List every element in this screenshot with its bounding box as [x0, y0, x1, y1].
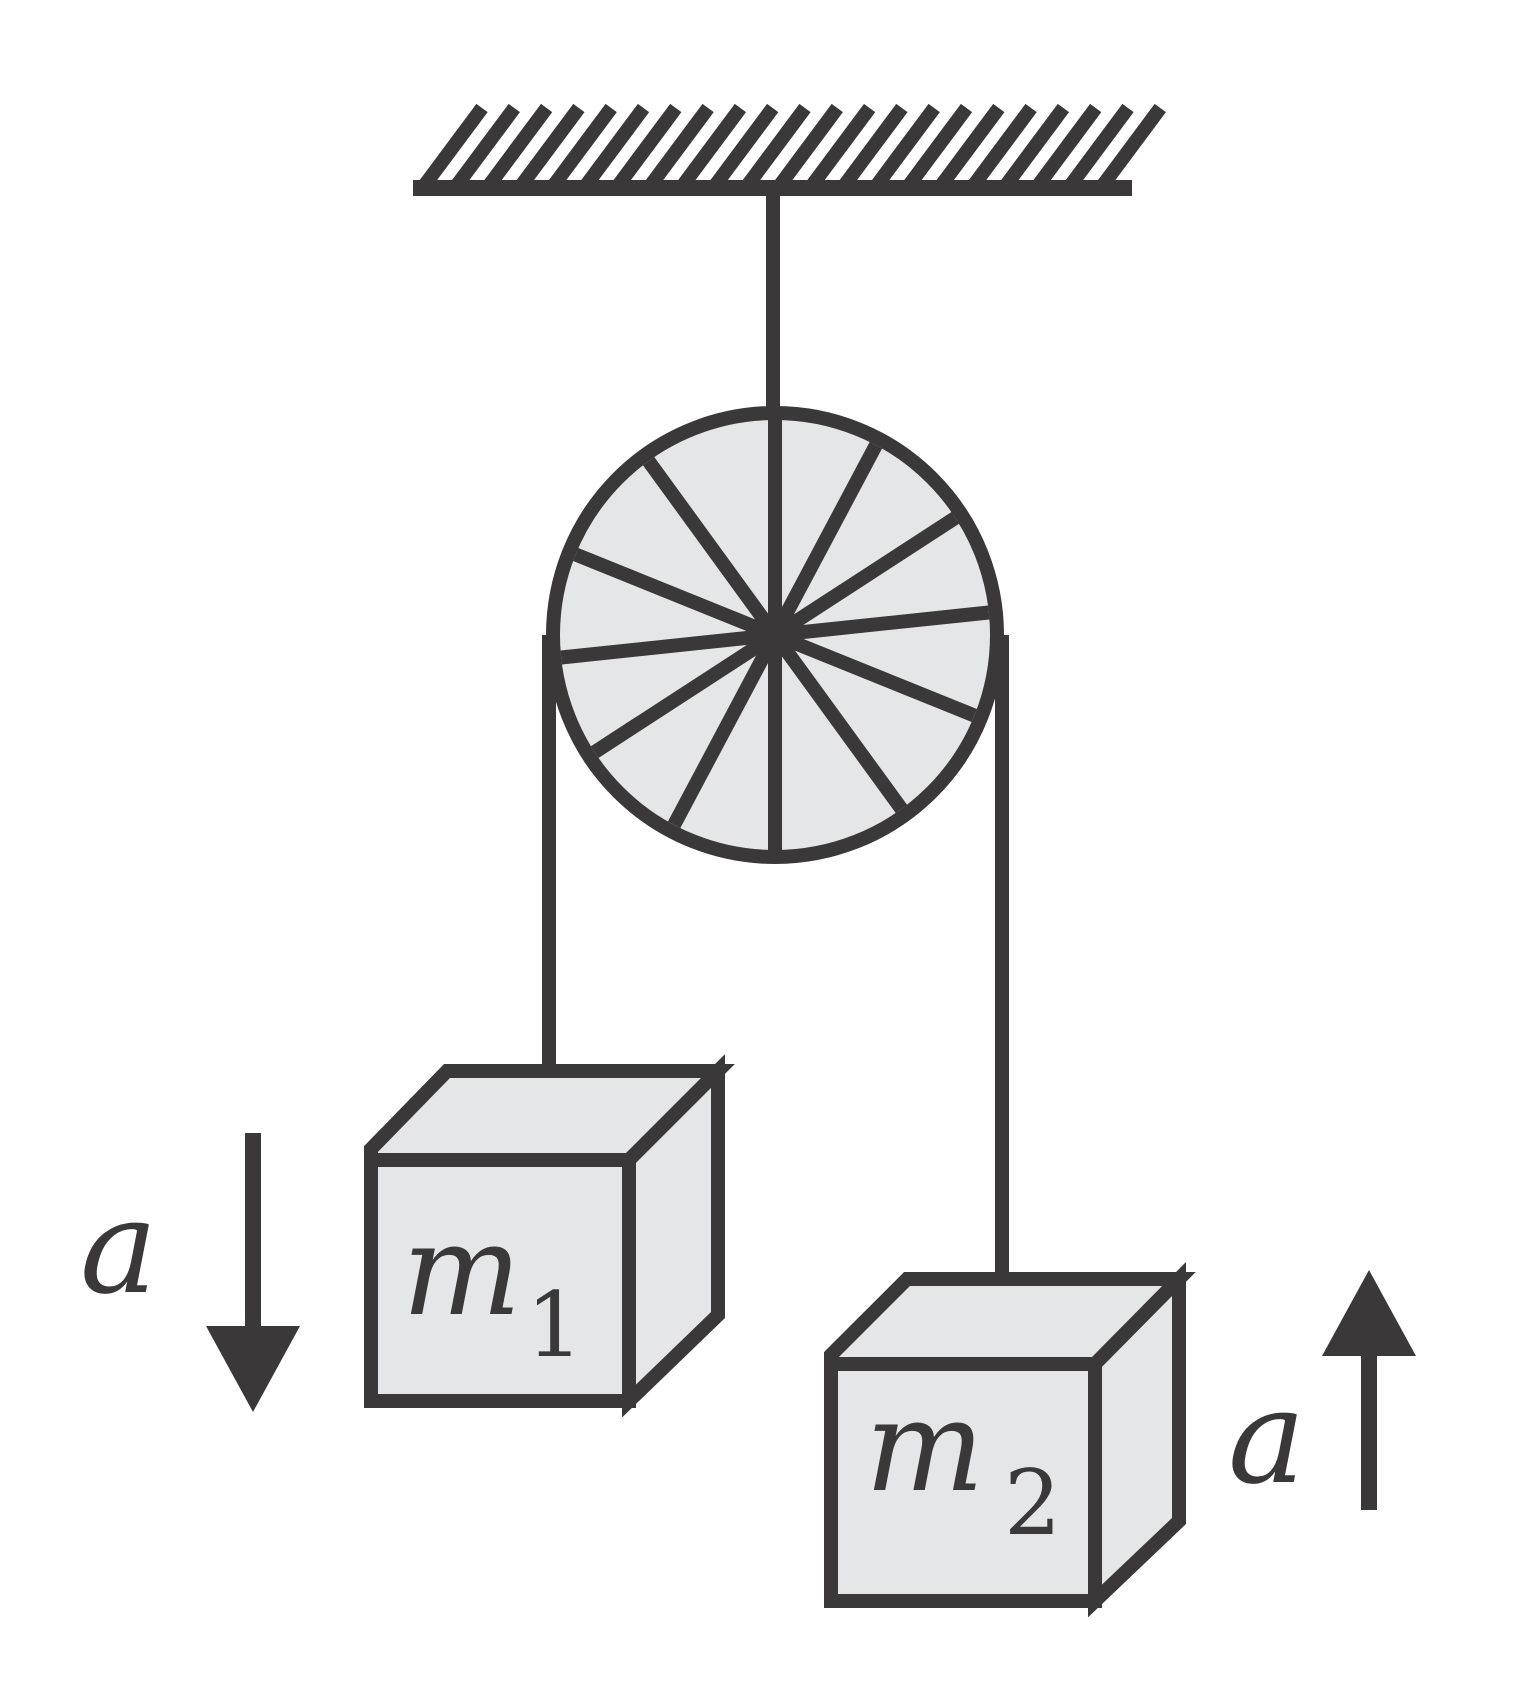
block-m1-front-face: [364, 1153, 636, 1408]
pulley-spoke: [772, 628, 977, 722]
hatch-line: [709, 103, 779, 191]
pulley-spoke: [769, 630, 908, 814]
hatch-line: [935, 103, 1005, 191]
hatch-line: [644, 103, 714, 191]
hatch-line: [676, 103, 747, 191]
hatch-line: [515, 103, 585, 191]
hatch-line: [418, 103, 488, 191]
hatch-line: [547, 103, 617, 191]
mass-label-m2-subscript: 2: [1004, 1451, 1061, 1556]
acceleration-label-left: a: [80, 1171, 158, 1323]
pulley-spoke: [771, 512, 960, 641]
hatch-line: [999, 103, 1070, 191]
block-m2-front-face: [824, 1357, 1102, 1608]
acceleration-label-right: a: [1228, 1361, 1306, 1513]
hatch-line: [967, 103, 1037, 191]
hatch-line: [1064, 103, 1134, 191]
hatch-line: [902, 103, 973, 191]
acceleration-arrow-down: [206, 1133, 300, 1412]
hatch-line: [450, 103, 520, 191]
hatch-line: [838, 103, 908, 191]
ceiling-hatching: [418, 103, 1166, 191]
pulley-spoke: [560, 628, 776, 665]
pulley-spokes: [560, 420, 990, 850]
hatch-line: [579, 103, 650, 191]
pulley-spoke: [768, 441, 883, 639]
hatch-line: [482, 103, 553, 191]
mass-label-m1-subscript: 1: [526, 1273, 583, 1378]
hatch-line: [1096, 103, 1166, 191]
hatch-line: [1032, 103, 1102, 191]
pulley-spoke: [774, 605, 990, 642]
pulley-spoke: [642, 456, 781, 640]
mass-label-m2: m: [865, 1373, 984, 1520]
pulley-spoke: [667, 631, 782, 829]
hatch-line: [805, 103, 876, 191]
hatch-line: [612, 103, 682, 191]
hatch-line: [773, 103, 843, 191]
hatch-line: [870, 103, 940, 191]
hatch-line: [741, 103, 811, 191]
block-m2: [824, 1261, 1196, 1618]
ceiling-support: [413, 103, 1166, 196]
acceleration-arrow-up: [1322, 1270, 1416, 1510]
mass-label-m1: m: [402, 1197, 521, 1344]
pulley-axle: [764, 624, 786, 646]
pulley-spoke: [590, 629, 779, 758]
pulley-wheel: [546, 406, 1004, 864]
block-m1: [364, 1054, 735, 1418]
pulley-spoke: [573, 548, 778, 642]
